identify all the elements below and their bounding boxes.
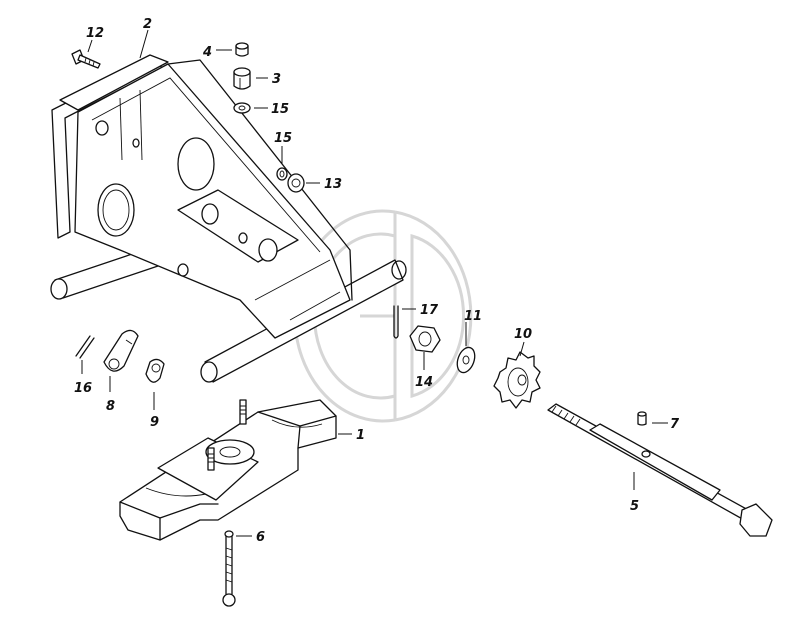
callout-13: 13 xyxy=(324,177,342,192)
fitting-9 xyxy=(145,358,165,383)
clip-8 xyxy=(103,329,139,372)
cap-4 xyxy=(235,42,249,57)
frame-bracket xyxy=(50,54,407,383)
callout-8: 8 xyxy=(106,399,115,414)
callout-12: 12 xyxy=(86,26,104,41)
callout-1: 1 xyxy=(356,428,365,443)
pin-16 xyxy=(75,335,95,359)
callout-15: 15 xyxy=(274,131,292,146)
callout-14: 14 xyxy=(415,375,433,390)
pin-7 xyxy=(637,411,647,426)
bolt-12 xyxy=(71,49,101,69)
washer-11 xyxy=(456,346,476,374)
callout-2: 2 xyxy=(143,17,152,32)
callout-4: 4 xyxy=(202,45,212,60)
callout-7: 7 xyxy=(670,417,680,432)
callout-11: 11 xyxy=(464,309,482,324)
callout-16: 16 xyxy=(74,381,92,396)
cotter-pin-17 xyxy=(393,305,399,339)
bolt-6 xyxy=(222,530,236,607)
washer-15 xyxy=(276,167,288,181)
callout-10: 10 xyxy=(514,327,532,342)
shaft-5 xyxy=(547,403,773,537)
callout-5: 5 xyxy=(630,499,639,514)
spacer-3 xyxy=(233,67,251,90)
nut-13 xyxy=(287,173,305,193)
callout-6: 6 xyxy=(256,530,265,545)
watermark-logo xyxy=(293,209,473,423)
washer-15-top xyxy=(233,102,251,114)
callout-15-top: 15 xyxy=(271,102,289,117)
callout-3: 3 xyxy=(272,72,281,87)
callout-17: 17 xyxy=(420,303,439,318)
gear-10 xyxy=(493,351,541,409)
callout-labels: 12 2 4 3 15 15 13 17 14 11 10 7 5 16 8 9… xyxy=(74,17,680,545)
base-plate-1 xyxy=(119,399,337,541)
leader-lines xyxy=(81,29,668,537)
castle-nut-14 xyxy=(409,325,441,353)
callout-9: 9 xyxy=(150,415,159,430)
